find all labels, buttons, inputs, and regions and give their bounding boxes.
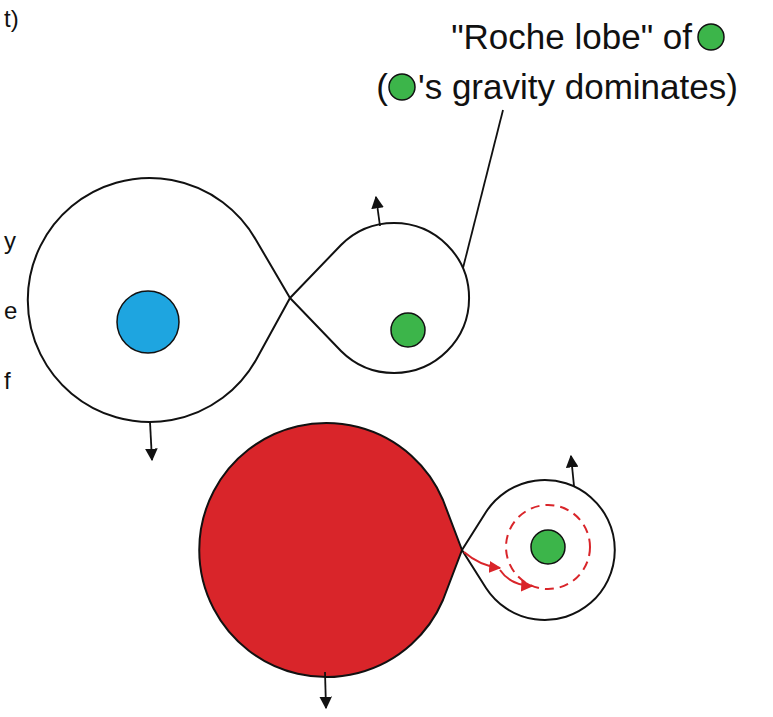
large-lobe: [28, 178, 290, 422]
slide-fragment: f: [4, 366, 11, 396]
motion-arrow: [376, 197, 380, 226]
small-lobe: [462, 480, 615, 620]
green-star-symbol: [389, 74, 415, 100]
green-star: [531, 530, 565, 564]
small-lobe: [290, 223, 469, 373]
slide-fragment: e: [4, 296, 17, 326]
motion-arrow: [150, 422, 152, 460]
slide-fragment: y: [4, 226, 16, 256]
callout-text: (: [376, 66, 388, 108]
motion-arrow: [325, 672, 326, 708]
accretion-orbit: [506, 505, 590, 589]
blue-star: [117, 291, 179, 353]
motion-arrow: [571, 456, 574, 486]
green-star: [391, 313, 425, 347]
mass-transfer-binary: [199, 423, 615, 708]
slide-fragment: t): [4, 4, 19, 34]
detached-binary: [28, 110, 503, 460]
mass-stream: [464, 552, 500, 568]
callout-text: "Roche lobe" of: [451, 16, 692, 58]
mass-stream: [500, 570, 532, 586]
green-star-symbol: [698, 24, 724, 50]
callout-text: 's gravity dominates): [418, 66, 738, 108]
giant-star-lobe: [199, 423, 462, 677]
leader-line: [463, 110, 503, 268]
